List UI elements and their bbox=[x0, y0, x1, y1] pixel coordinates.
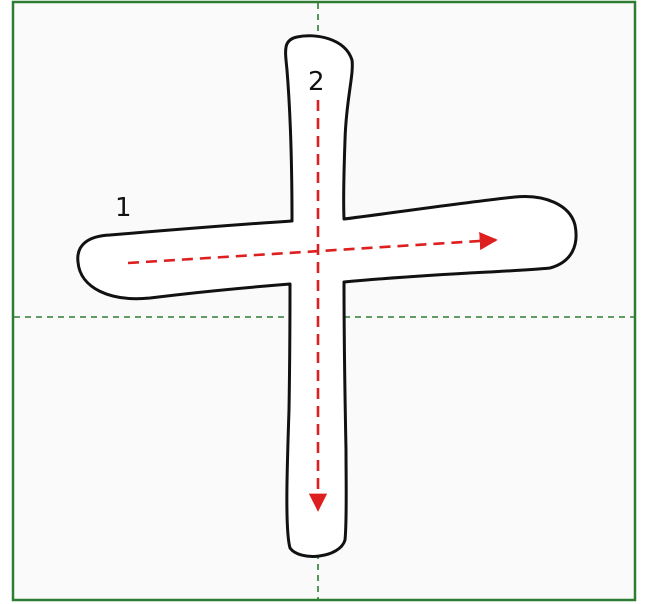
stroke-1-order-label: 1 bbox=[115, 193, 132, 223]
stroke-2-order-label: 2 bbox=[308, 67, 325, 97]
